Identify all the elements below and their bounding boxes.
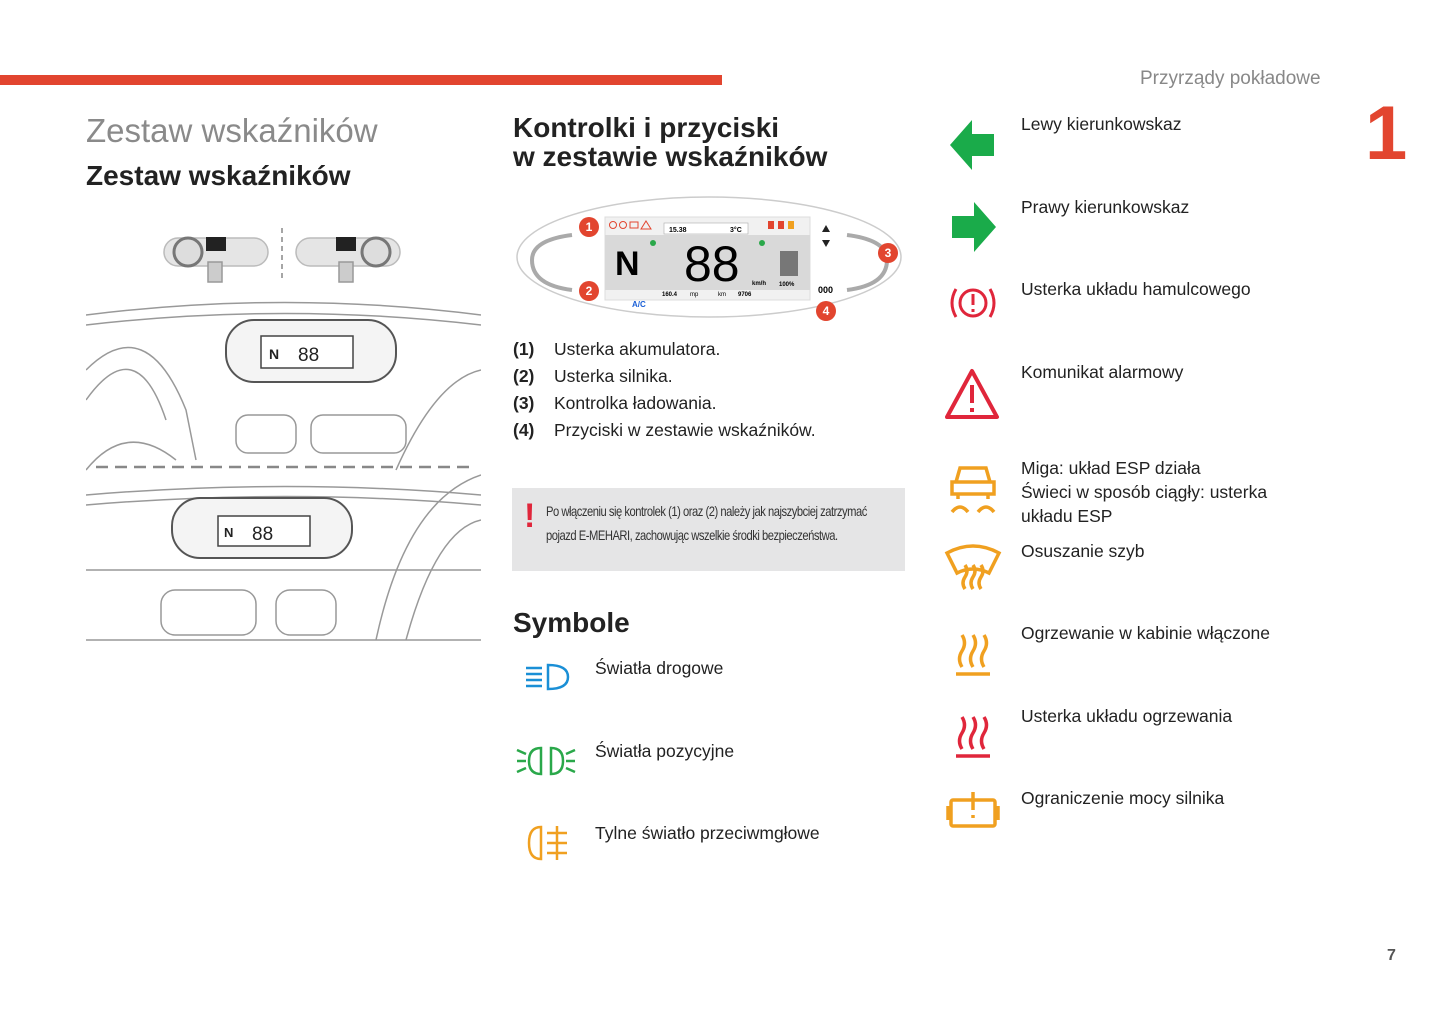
controls-heading-line1: Kontrolki i przyciski [513,112,780,143]
rear-fog-icon [527,825,567,861]
high-beam-icon [526,663,570,691]
warning-line2: pojazd E-MEHARI, zachowując wszelkie śro… [546,527,838,543]
cluster-speed: 88 [684,236,740,292]
cluster-battery: 100% [779,282,795,288]
warning-lamp-icons [609,220,794,230]
symbol-label: Ograniczenie mocy silnika [1021,788,1225,808]
cluster-gear: N [615,245,640,283]
section-heading: Zestaw wskaźników [86,160,351,191]
cluster-time: 15.38 [669,227,687,234]
symbol-label: Tylne światło przeciwmgłowe [595,823,820,843]
illustration-gear: N [224,525,233,540]
legend-item: (4)Przyciski w zestawie wskaźników. [513,420,816,440]
down-arrow-icon[interactable] [822,240,830,247]
illustration-speed: 88 [252,524,273,545]
alert-icon [945,369,999,419]
callout-markers: 1 2 3 4 [579,217,898,321]
callout-3: 3 [885,246,892,260]
esp-icon [950,466,996,514]
cluster-speed-unit: km/h [752,281,766,287]
symbol-label: Usterka układu ogrzewania [1021,706,1233,726]
exclamation-icon: ! [524,497,536,535]
instrument-cluster-illustration: 15.38 3°C N 88 km/h 100% 160.4 mp km 970… [516,196,902,321]
illustration-gear: N [269,346,279,362]
symbol-label: Prawy kierunkowskaz [1021,197,1190,217]
chapter-number: 1 [1365,91,1408,176]
brake-fault-icon [950,288,996,318]
left-indicator-icon [950,120,994,170]
cluster-trip: 160.4 [662,292,678,298]
chapter-heading: Zestaw wskaźników [86,112,378,149]
symbol-label: Światła pozycyjne [595,741,735,761]
dashboard-illustration: N 88 N 88 [86,228,481,641]
right-indicator-icon [952,202,996,252]
callout-4: 4 [823,304,830,318]
cluster-trip-unit: mp [690,292,699,298]
heating-fault-icon [956,716,990,758]
symbol-label: Lewy kierunkowskaz [1021,114,1182,134]
symbol-label: Usterka układu hamulcowego [1021,279,1251,299]
warning-box: ! Po włączeniu się kontrolek (1) oraz (2… [512,488,905,571]
legend-item: (3)Kontrolka ładowania. [513,393,717,413]
legend-item: (2)Usterka silnika. [513,366,673,386]
symbol-label: Osuszanie szyb [1021,541,1145,561]
legend-item: (1)Usterka akumulatora. [513,339,721,359]
controls-heading-line2: w zestawie wskaźników [513,141,828,172]
demist-icon [944,544,1002,590]
heating-on-icon [956,634,990,676]
cluster-buttons[interactable]: 000 [818,285,833,295]
steering-position-icons [163,228,401,283]
section-title: Przyrządy pokładowe [1140,68,1321,89]
symbol-label: Ogrzewanie w kabinie włączone [1021,623,1271,643]
page-number: 7 [1387,947,1396,964]
cluster-odo: 9706 [738,292,752,298]
cluster-odo-unit: km [718,292,726,298]
callout-2: 2 [586,284,593,298]
symbol-label: Komunikat alarmowy [1021,362,1184,382]
illustration-speed: 88 [298,345,319,366]
callout-1: 1 [586,220,593,234]
header-accent-bar [0,75,722,85]
cluster-ac: A/C [632,300,646,309]
power-limit-icon [946,792,1000,828]
cluster-temp: 3°C [730,226,742,234]
symbols-heading: Symbole [513,607,630,638]
symbol-label: Światła drogowe [595,658,724,678]
warning-line1: Po włączeniu się kontrolek (1) oraz (2) … [546,503,867,519]
up-arrow-icon[interactable] [822,225,830,232]
side-lights-icon [516,746,576,776]
